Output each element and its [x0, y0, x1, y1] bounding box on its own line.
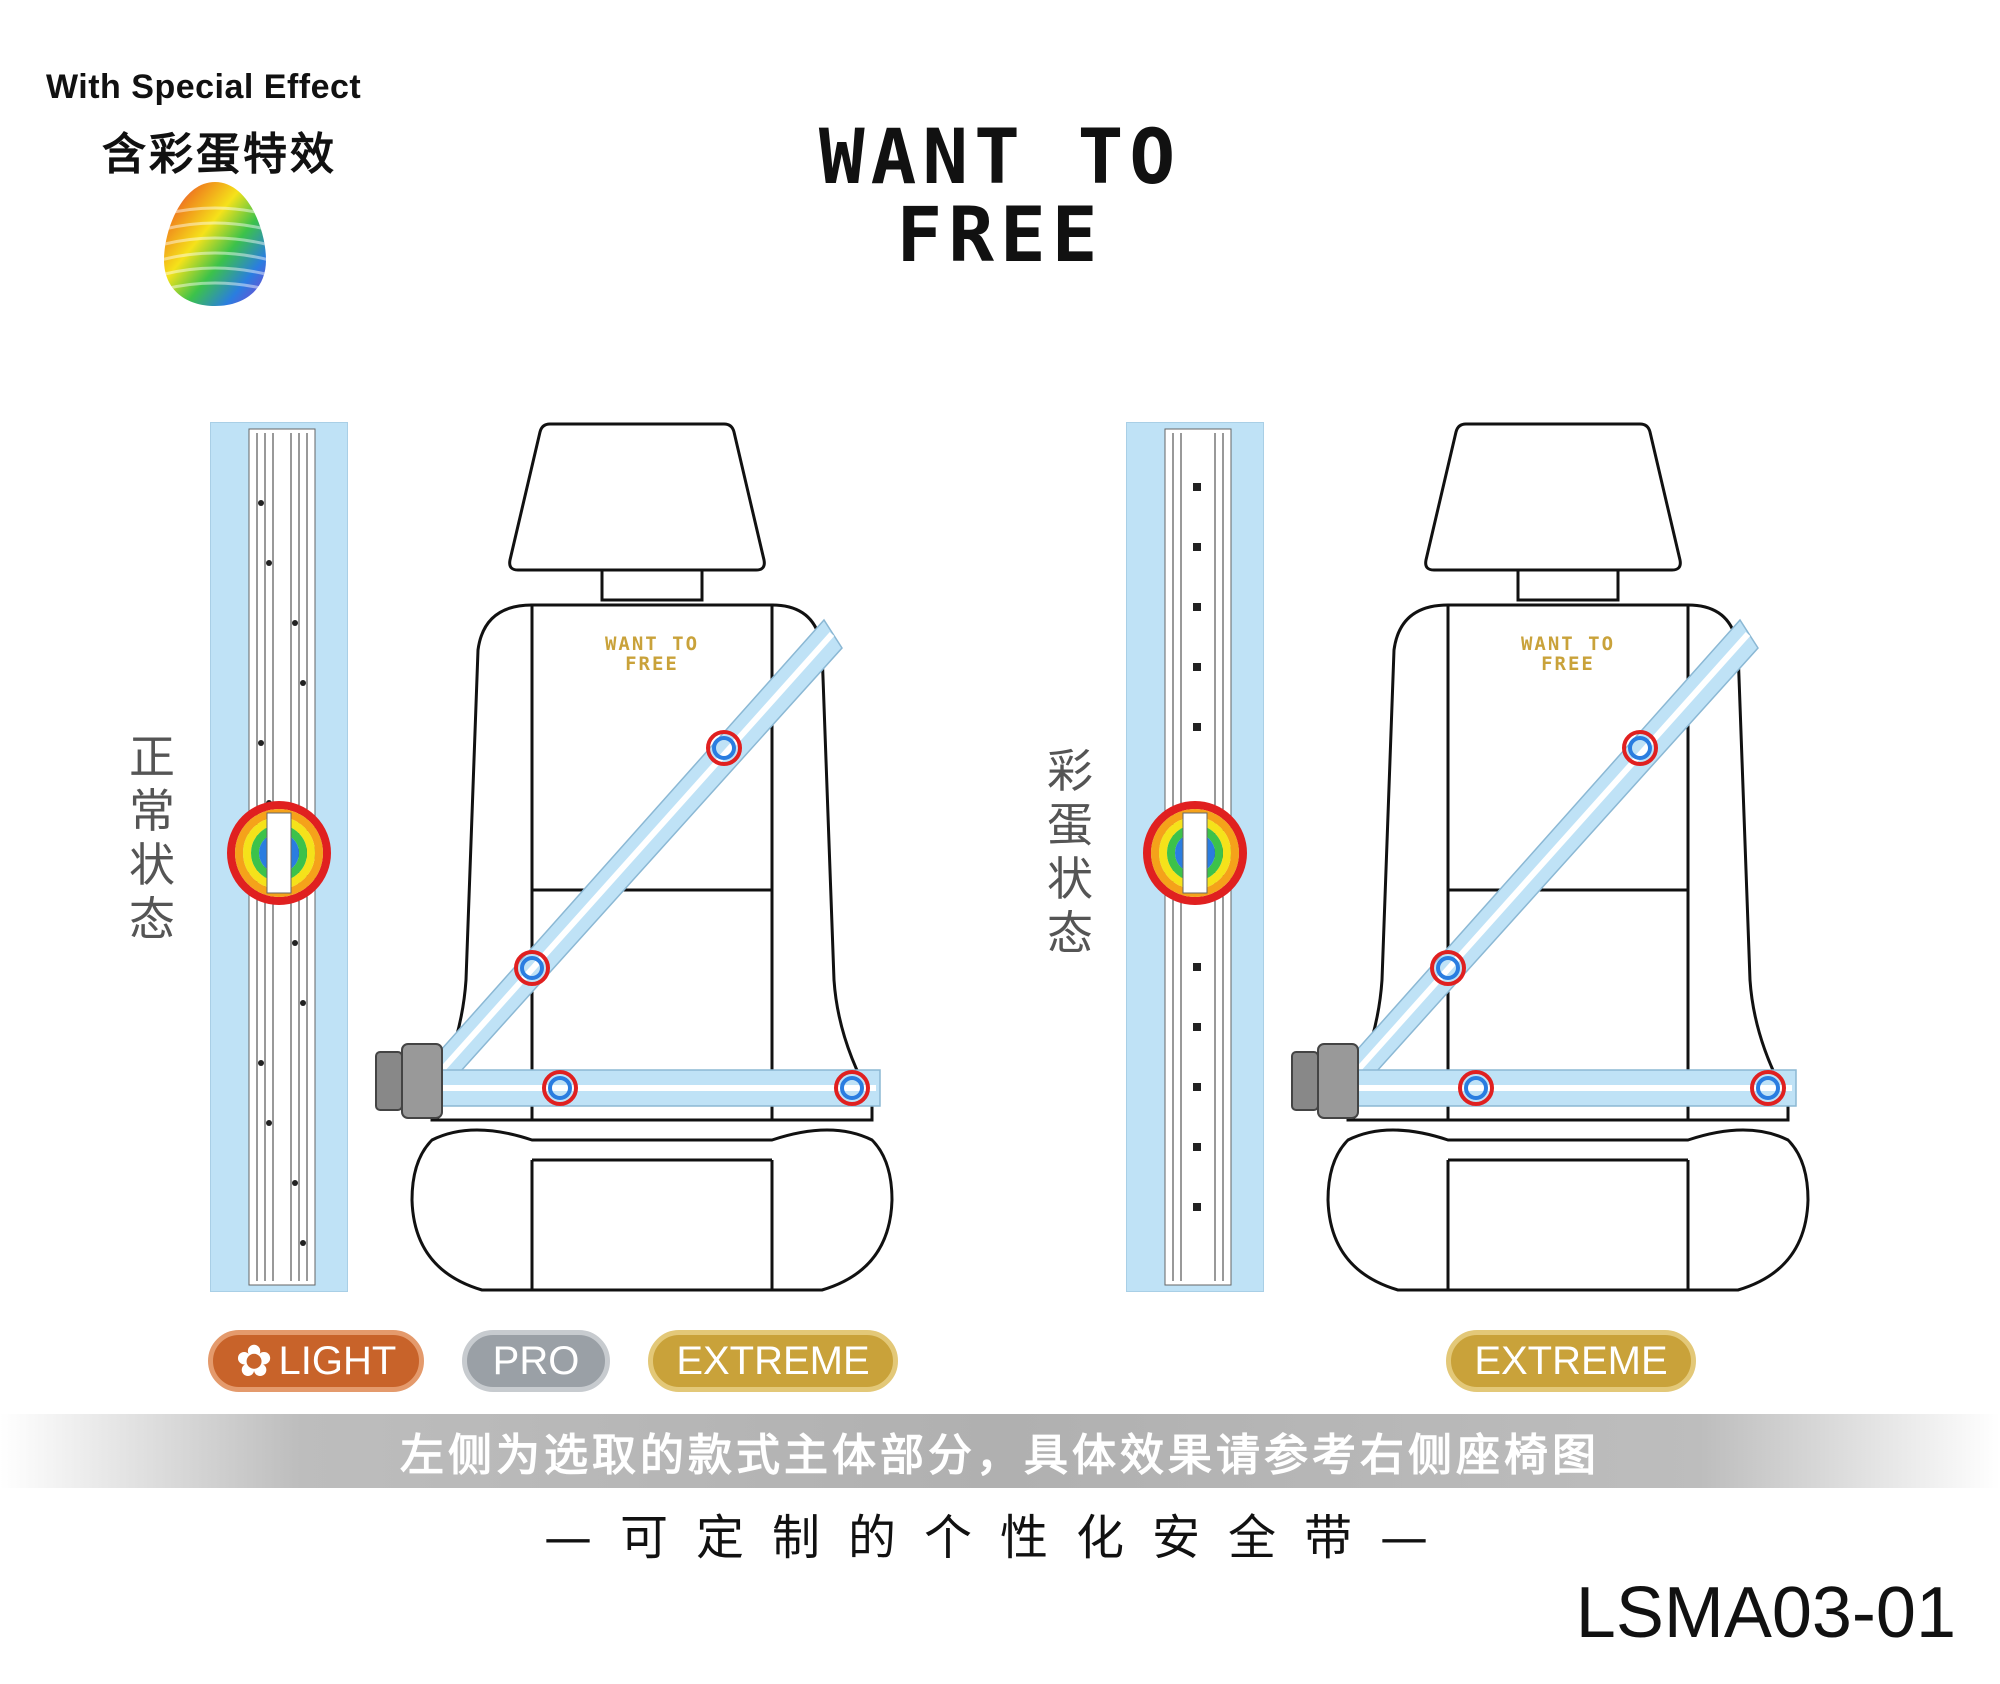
pro-badge[interactable]: PRO — [462, 1330, 610, 1392]
tagline: —可定制的个性化安全带— — [543, 1510, 1456, 1566]
normal-state-label: 正常状态 — [129, 730, 175, 946]
description-banner: 左侧为选取的款式主体部分，具体效果请参考右侧座椅图 — [0, 1414, 2000, 1488]
light-swirl-icon: ✿ — [235, 1336, 273, 1386]
extreme-badge-left[interactable]: EXTREME — [648, 1330, 898, 1392]
belt-buckle — [375, 1043, 443, 1119]
rainbow-egg-icon — [164, 182, 266, 306]
seat-cushion — [1326, 1128, 1810, 1292]
brand-logo: WANT TO FREE — [818, 112, 1182, 279]
rainbow-emblem — [227, 801, 331, 905]
car-seat-easter-egg — [1291, 422, 1810, 1292]
belt-buckle — [1291, 1043, 1359, 1119]
belt-strip-easter-egg — [1126, 422, 1264, 1292]
music-score-pattern — [1143, 428, 1247, 1286]
belt-strip-normal — [210, 422, 348, 1292]
special-effect-label-en: With Special Effect — [46, 68, 362, 106]
easter-egg-state-label: 彩蛋状态 — [1047, 744, 1093, 960]
seat-cushion — [410, 1128, 894, 1292]
headrest — [1424, 422, 1682, 572]
rainbow-emblem — [1143, 801, 1247, 905]
product-code: LSMA03-01 — [1575, 1573, 1956, 1653]
headrest — [508, 422, 766, 572]
extreme-badge-right[interactable]: EXTREME — [1446, 1330, 1696, 1392]
music-score-pattern — [227, 428, 331, 1286]
light-badge[interactable]: ✿ LIGHT — [208, 1330, 424, 1392]
special-effect-label-cn: 含彩蛋特效 — [102, 129, 337, 180]
car-seat-normal — [375, 422, 894, 1292]
